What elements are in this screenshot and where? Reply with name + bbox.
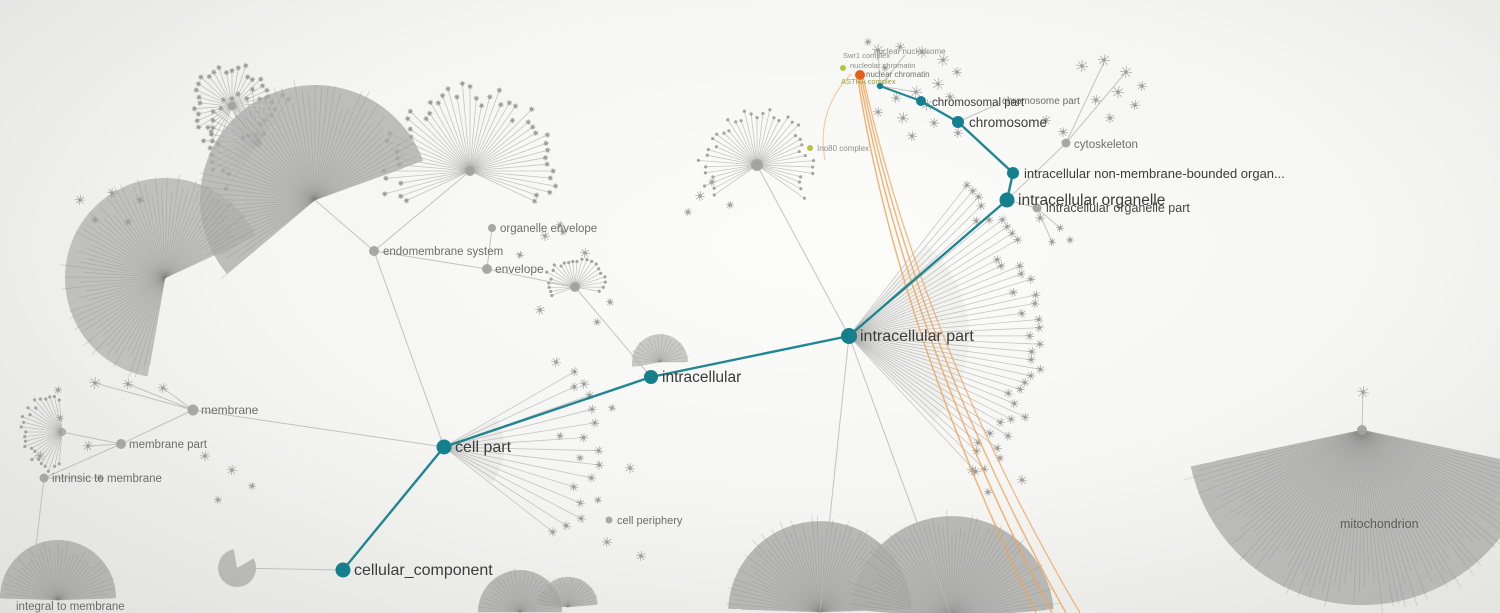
term-cluster-fan bbox=[1182, 429, 1500, 613]
term-node[interactable] bbox=[465, 166, 475, 176]
term-label[interactable]: intrinsic to membrane bbox=[52, 473, 162, 485]
term-node[interactable] bbox=[187, 404, 199, 416]
term-node[interactable] bbox=[1032, 203, 1042, 213]
term-cluster-fan bbox=[849, 244, 970, 421]
term-label[interactable]: membrane part bbox=[129, 439, 208, 451]
node-chromosomal_part[interactable] bbox=[916, 96, 926, 106]
term-label[interactable]: endomembrane system bbox=[383, 246, 503, 258]
node-label-cellular_component[interactable]: cellular_component bbox=[354, 562, 493, 579]
term-node[interactable] bbox=[751, 159, 763, 171]
term-label-small[interactable]: Swr1 complex bbox=[843, 51, 890, 60]
term-label[interactable]: cell periphery bbox=[617, 515, 683, 527]
node-intracellular_organelle[interactable] bbox=[999, 192, 1015, 208]
node-intracellular[interactable] bbox=[644, 370, 658, 384]
node-label-cell_part[interactable]: cell part bbox=[455, 439, 512, 456]
term-cluster-fan bbox=[696, 108, 816, 200]
highlight-orange-edges bbox=[822, 73, 1081, 613]
term-node[interactable] bbox=[1357, 425, 1367, 435]
term-node[interactable] bbox=[605, 516, 613, 524]
term-node[interactable] bbox=[116, 439, 126, 449]
node-cellular_component[interactable] bbox=[335, 562, 351, 578]
node-small-teal[interactable] bbox=[876, 82, 884, 90]
node-highlight-green[interactable] bbox=[840, 65, 846, 71]
term-cluster-fan bbox=[440, 367, 604, 537]
term-cluster-fan bbox=[59, 174, 257, 379]
term-label[interactable]: chromosome part bbox=[1002, 96, 1080, 107]
node-label-chromosome[interactable]: chromosome bbox=[969, 115, 1047, 130]
term-label-small[interactable]: Ino80 complex bbox=[817, 144, 869, 153]
term-label[interactable]: organelle envelope bbox=[500, 223, 597, 235]
term-label-small[interactable]: nuclear nucleosome bbox=[874, 47, 946, 56]
node-intracellular_part[interactable] bbox=[841, 328, 857, 344]
node-highlight-orange[interactable] bbox=[855, 70, 865, 80]
node-highlight-green[interactable] bbox=[807, 145, 813, 151]
term-cluster-fan bbox=[196, 79, 424, 280]
leaf-bursts bbox=[34, 37, 1369, 561]
node-label-chromosomal_part[interactable]: chromosomal part bbox=[932, 97, 1025, 109]
term-label-small[interactable]: nucleolar chromatin bbox=[850, 61, 915, 70]
highlighted-path-edges bbox=[342, 85, 1015, 571]
term-node[interactable] bbox=[570, 282, 580, 292]
term-label-small[interactable]: ASTRA complex bbox=[841, 77, 896, 86]
node-label-non_membrane_organelle[interactable]: intracellular non-membrane-bounded organ… bbox=[1024, 166, 1285, 181]
node-label-intracellular_part[interactable]: intracellular part bbox=[860, 328, 974, 345]
term-label[interactable]: cytoskeleton bbox=[1074, 139, 1138, 151]
term-node[interactable] bbox=[369, 246, 379, 256]
node-non_membrane_organelle[interactable] bbox=[1007, 167, 1019, 179]
term-cluster-fan bbox=[536, 576, 598, 608]
term-label-small[interactable]: nuclear chromatin bbox=[866, 70, 930, 79]
term-label[interactable]: mitochondrion bbox=[1340, 517, 1419, 531]
term-node[interactable] bbox=[228, 102, 236, 110]
term-label[interactable]: intracellular organelle part bbox=[1046, 201, 1190, 215]
term-node[interactable] bbox=[488, 224, 496, 232]
node-cell_part[interactable] bbox=[436, 439, 452, 455]
term-cluster-fan bbox=[19, 394, 66, 473]
node-label-intracellular_organelle[interactable]: intracellular organelle bbox=[1018, 192, 1165, 209]
term-label[interactable]: envelope bbox=[495, 262, 544, 276]
term-label[interactable]: membrane bbox=[201, 403, 259, 417]
term-node[interactable] bbox=[39, 473, 49, 483]
term-cluster-fan bbox=[0, 540, 116, 601]
graph-gray-edges bbox=[29, 49, 1364, 613]
term-cluster-fan bbox=[847, 509, 1061, 613]
term-node[interactable] bbox=[1061, 138, 1071, 148]
term-node[interactable] bbox=[482, 264, 492, 274]
node-chromosome[interactable] bbox=[952, 116, 964, 128]
node-label-intracellular[interactable]: intracellular bbox=[662, 369, 741, 386]
term-cluster-fan bbox=[631, 332, 689, 367]
term-label[interactable]: integral to membrane bbox=[16, 601, 125, 613]
